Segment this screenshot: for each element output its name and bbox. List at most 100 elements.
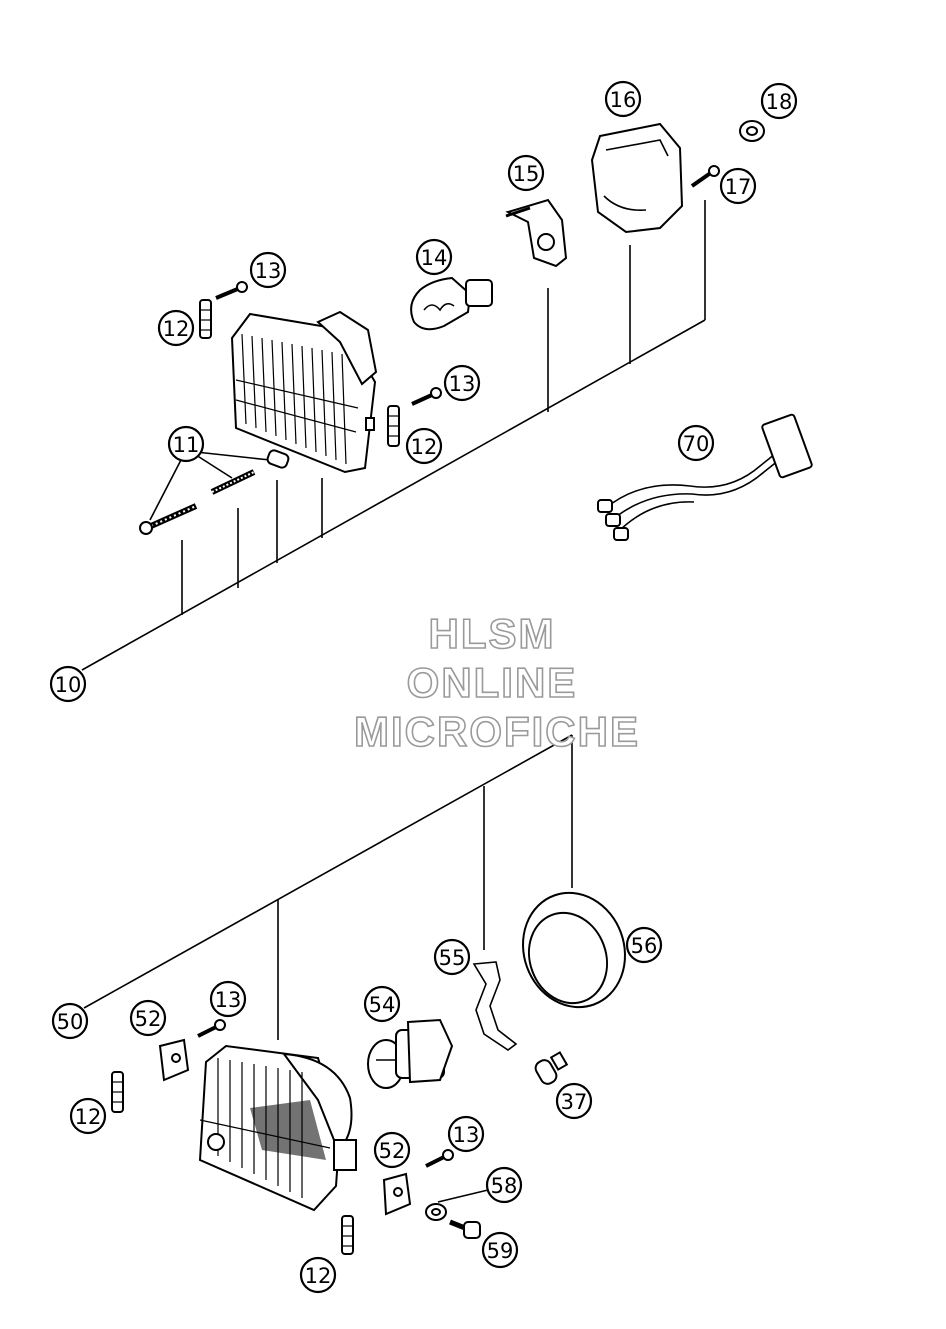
callout-number: 16 — [610, 88, 637, 112]
callout-c18: 18 — [760, 82, 798, 120]
adjuster-screw-11-long — [139, 503, 198, 535]
bolt-13-bottom-left — [197, 1019, 226, 1038]
callout-number: 10 — [55, 673, 82, 697]
callout-number: 52 — [135, 1007, 162, 1031]
callout-circle — [481, 1231, 519, 1269]
callout-c54: 54 — [363, 985, 401, 1023]
bolt-13-top-right — [411, 387, 442, 406]
callout-c12b: 12 — [405, 427, 443, 465]
callout-circle — [373, 1131, 411, 1169]
callout-circle — [415, 238, 453, 276]
callout-circle — [485, 1166, 523, 1204]
callout-c56: 56 — [625, 926, 663, 964]
watermark-line-1: HLSM — [429, 610, 556, 657]
screw-12-top-right — [387, 405, 400, 447]
callout-number: 12 — [75, 1105, 102, 1129]
bulb-socket-15 — [505, 198, 568, 268]
bracket-52-right — [382, 1172, 412, 1216]
wire-harness-70 — [597, 413, 813, 541]
callout-circle — [249, 251, 287, 289]
adjuster-spring-11 — [210, 469, 256, 495]
callout-number: 11 — [173, 433, 200, 457]
callout-circle — [69, 1097, 107, 1135]
bracket-52-left — [158, 1038, 190, 1082]
callout-number: 12 — [411, 435, 438, 459]
assembly-50-leader-lines — [83, 734, 573, 1203]
callout-number: 13 — [453, 1123, 480, 1147]
callout-circle — [433, 938, 471, 976]
callout-number: 14 — [421, 246, 448, 270]
bulb-14 — [410, 276, 493, 331]
callout-c52b: 52 — [373, 1131, 411, 1169]
callout-circle — [51, 1002, 89, 1040]
callout-c13d: 13 — [447, 1115, 485, 1153]
headlight-rim-56 — [521, 891, 627, 1009]
callout-c55: 55 — [433, 938, 471, 976]
screw-12-top-left — [199, 299, 212, 339]
bulb-h4-54 — [367, 1018, 454, 1089]
callout-number: 70 — [683, 432, 710, 456]
callout-c11: 11 — [167, 425, 205, 463]
callout-circle — [209, 980, 247, 1018]
callout-number: 56 — [631, 934, 658, 958]
callout-number: 15 — [513, 162, 540, 186]
callout-circle — [719, 167, 757, 205]
bolt-13-top-left — [215, 281, 248, 300]
callout-circle — [625, 926, 663, 964]
callout-circle — [555, 1082, 593, 1120]
callout-number: 37 — [561, 1090, 588, 1114]
callout-number: 54 — [369, 993, 396, 1017]
spring-clip-55 — [472, 961, 518, 1051]
callout-c58: 58 — [485, 1166, 523, 1204]
adjuster-screw-59 — [449, 1219, 481, 1239]
screw-17 — [690, 165, 720, 188]
callout-c70: 70 — [677, 424, 715, 462]
assembly-10-leader-lines — [81, 200, 706, 671]
callout-number: 12 — [163, 317, 190, 341]
callout-number: 18 — [766, 90, 793, 114]
grommet-18 — [739, 120, 765, 142]
callout-number: 13 — [255, 259, 282, 283]
callout-c52a: 52 — [129, 999, 167, 1037]
callout-c37: 37 — [555, 1082, 593, 1120]
callout-circle — [49, 665, 87, 703]
callout-c14: 14 — [415, 238, 453, 276]
callout-c15: 15 — [507, 154, 545, 192]
callout-c50: 50 — [51, 1002, 89, 1040]
callout-circle — [604, 80, 642, 118]
callout-number: 58 — [491, 1174, 518, 1198]
callout-circle — [507, 154, 545, 192]
callout-number: 59 — [487, 1239, 514, 1263]
watermark-line-3: MICROFICHE — [354, 708, 640, 755]
callout-number: 50 — [57, 1010, 84, 1034]
callout-c17: 17 — [719, 167, 757, 205]
callout-circle — [299, 1256, 337, 1294]
callout-number: 17 — [725, 175, 752, 199]
callout-number: 12 — [305, 1264, 332, 1288]
callout-c12d: 12 — [299, 1256, 337, 1294]
rubber-cover-16 — [590, 122, 684, 234]
callout-circle — [443, 364, 481, 402]
headlight-unit-50 — [198, 1044, 357, 1212]
headlight-unit-10 — [230, 310, 378, 474]
callout-circle — [677, 424, 715, 462]
watermark-line-2: ONLINE — [407, 659, 578, 706]
callout-c13b: 13 — [443, 364, 481, 402]
callout-c59: 59 — [481, 1231, 519, 1269]
callout-circle — [129, 999, 167, 1037]
adjuster-nut-11 — [266, 449, 290, 469]
callout-number: 13 — [449, 372, 476, 396]
bolt-13-bottom-right — [425, 1149, 454, 1168]
callout-circle — [157, 309, 195, 347]
screw-12-bottom-left — [111, 1071, 124, 1113]
watermark: HLSM ONLINE MICROFICHE — [353, 609, 640, 756]
callout-number: 55 — [439, 946, 466, 970]
callout-circle — [447, 1115, 485, 1153]
callout-c12a: 12 — [157, 309, 195, 347]
callout-c12c: 12 — [69, 1097, 107, 1135]
callout-circle — [760, 82, 798, 120]
screw-12-bottom-right — [341, 1215, 354, 1255]
position-bulb-37 — [534, 1051, 569, 1085]
